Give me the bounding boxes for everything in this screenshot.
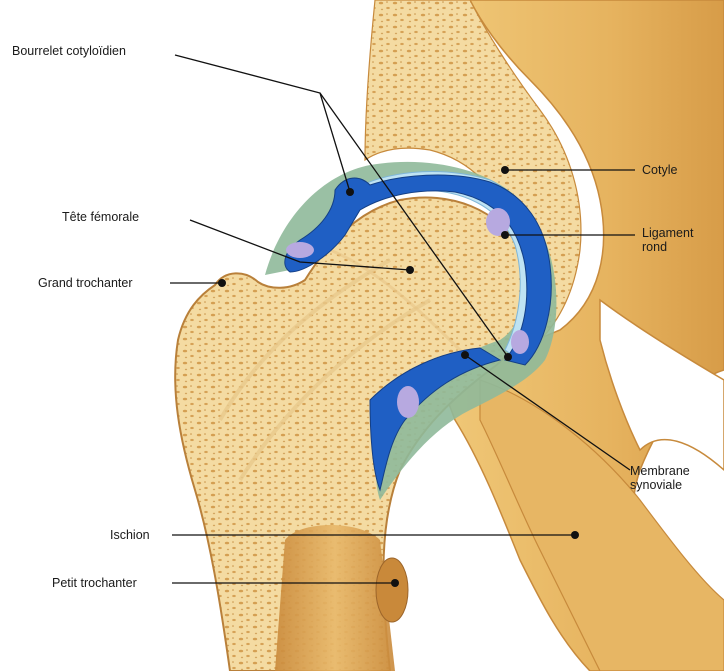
label-ligament-rond: Ligament rond [642,226,693,254]
label-ligament-line1: Ligament [642,226,693,240]
label-ligament-line2: rond [642,240,693,254]
label-membrane-synoviale: Membrane synoviale [630,464,690,492]
label-petit-trochanter: Petit trochanter [52,576,137,590]
label-bourrelet-cotyloidien: Bourrelet cotyloïdien [12,44,126,58]
label-membrane-line2: synoviale [630,478,690,492]
leader-bourrelet-top [175,55,350,192]
label-ischion: Ischion [110,528,150,542]
label-grand-trochanter: Grand trochanter [38,276,133,290]
lesser-trochanter [376,558,408,622]
label-tete-femorale: Tête fémorale [62,210,139,224]
label-membrane-line1: Membrane [630,464,690,478]
label-cotyle: Cotyle [642,163,677,177]
